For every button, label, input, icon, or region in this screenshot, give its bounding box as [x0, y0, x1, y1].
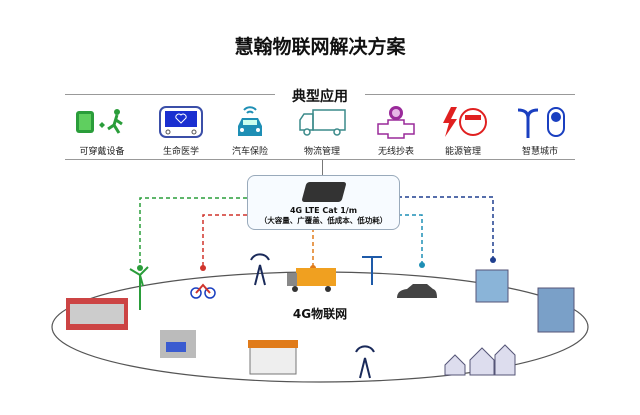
network-label: 4G物联网: [292, 307, 348, 321]
parking-icon: [160, 330, 196, 358]
module-name: 4G LTE Cat 1/m: [289, 206, 358, 215]
navy-link: [398, 196, 494, 260]
app-wearable: 可穿戴设备: [67, 104, 137, 157]
app-smart-city: 智慧城市: [505, 104, 575, 157]
truck-icon: [287, 268, 336, 292]
shop-icon: [248, 340, 298, 375]
app-logistics: 物流管理: [287, 104, 357, 157]
cell-tower-icon: [250, 253, 270, 286]
divider: [65, 159, 575, 160]
office-tower-icon: [537, 287, 575, 333]
module-device-icon: [301, 182, 347, 202]
houses-icon: [444, 344, 516, 376]
street-light-icon: [505, 104, 575, 140]
wearable-icon: [67, 104, 137, 140]
car-icon: [215, 104, 285, 140]
street-light-icon: [362, 256, 382, 285]
app-medical: 生命医学: [146, 104, 216, 157]
red-link: [202, 214, 247, 268]
page-title: 慧翰物联网解决方案: [234, 36, 406, 58]
teal-link: [398, 214, 423, 265]
app-energy: 能源管理: [428, 104, 498, 157]
divider: [365, 94, 575, 95]
module-features: （大容量、广覆盖、低成本、低功耗）: [259, 216, 388, 225]
green-link: [139, 197, 247, 268]
building-icon: [475, 269, 509, 303]
app-car-insurance: 汽车保险: [215, 104, 285, 157]
meter-icon: [361, 104, 431, 140]
wind-turbine-icon: [129, 266, 149, 310]
truck-icon: [287, 104, 357, 140]
car-icon: [397, 284, 437, 298]
section-title: 典型应用: [292, 89, 348, 105]
lte-module-box: 4G LTE Cat 1/m （大容量、广覆盖、低成本、低功耗）: [247, 175, 400, 230]
medical-monitor-icon: [146, 104, 216, 140]
energy-icon: [428, 104, 498, 140]
connector-line: [322, 160, 323, 175]
cell-tower-icon: [355, 345, 375, 379]
divider: [65, 94, 275, 95]
cyclist-icon: [190, 283, 216, 299]
factory-icon: [66, 298, 128, 330]
app-wireless-meter: 无线抄表: [361, 104, 431, 157]
